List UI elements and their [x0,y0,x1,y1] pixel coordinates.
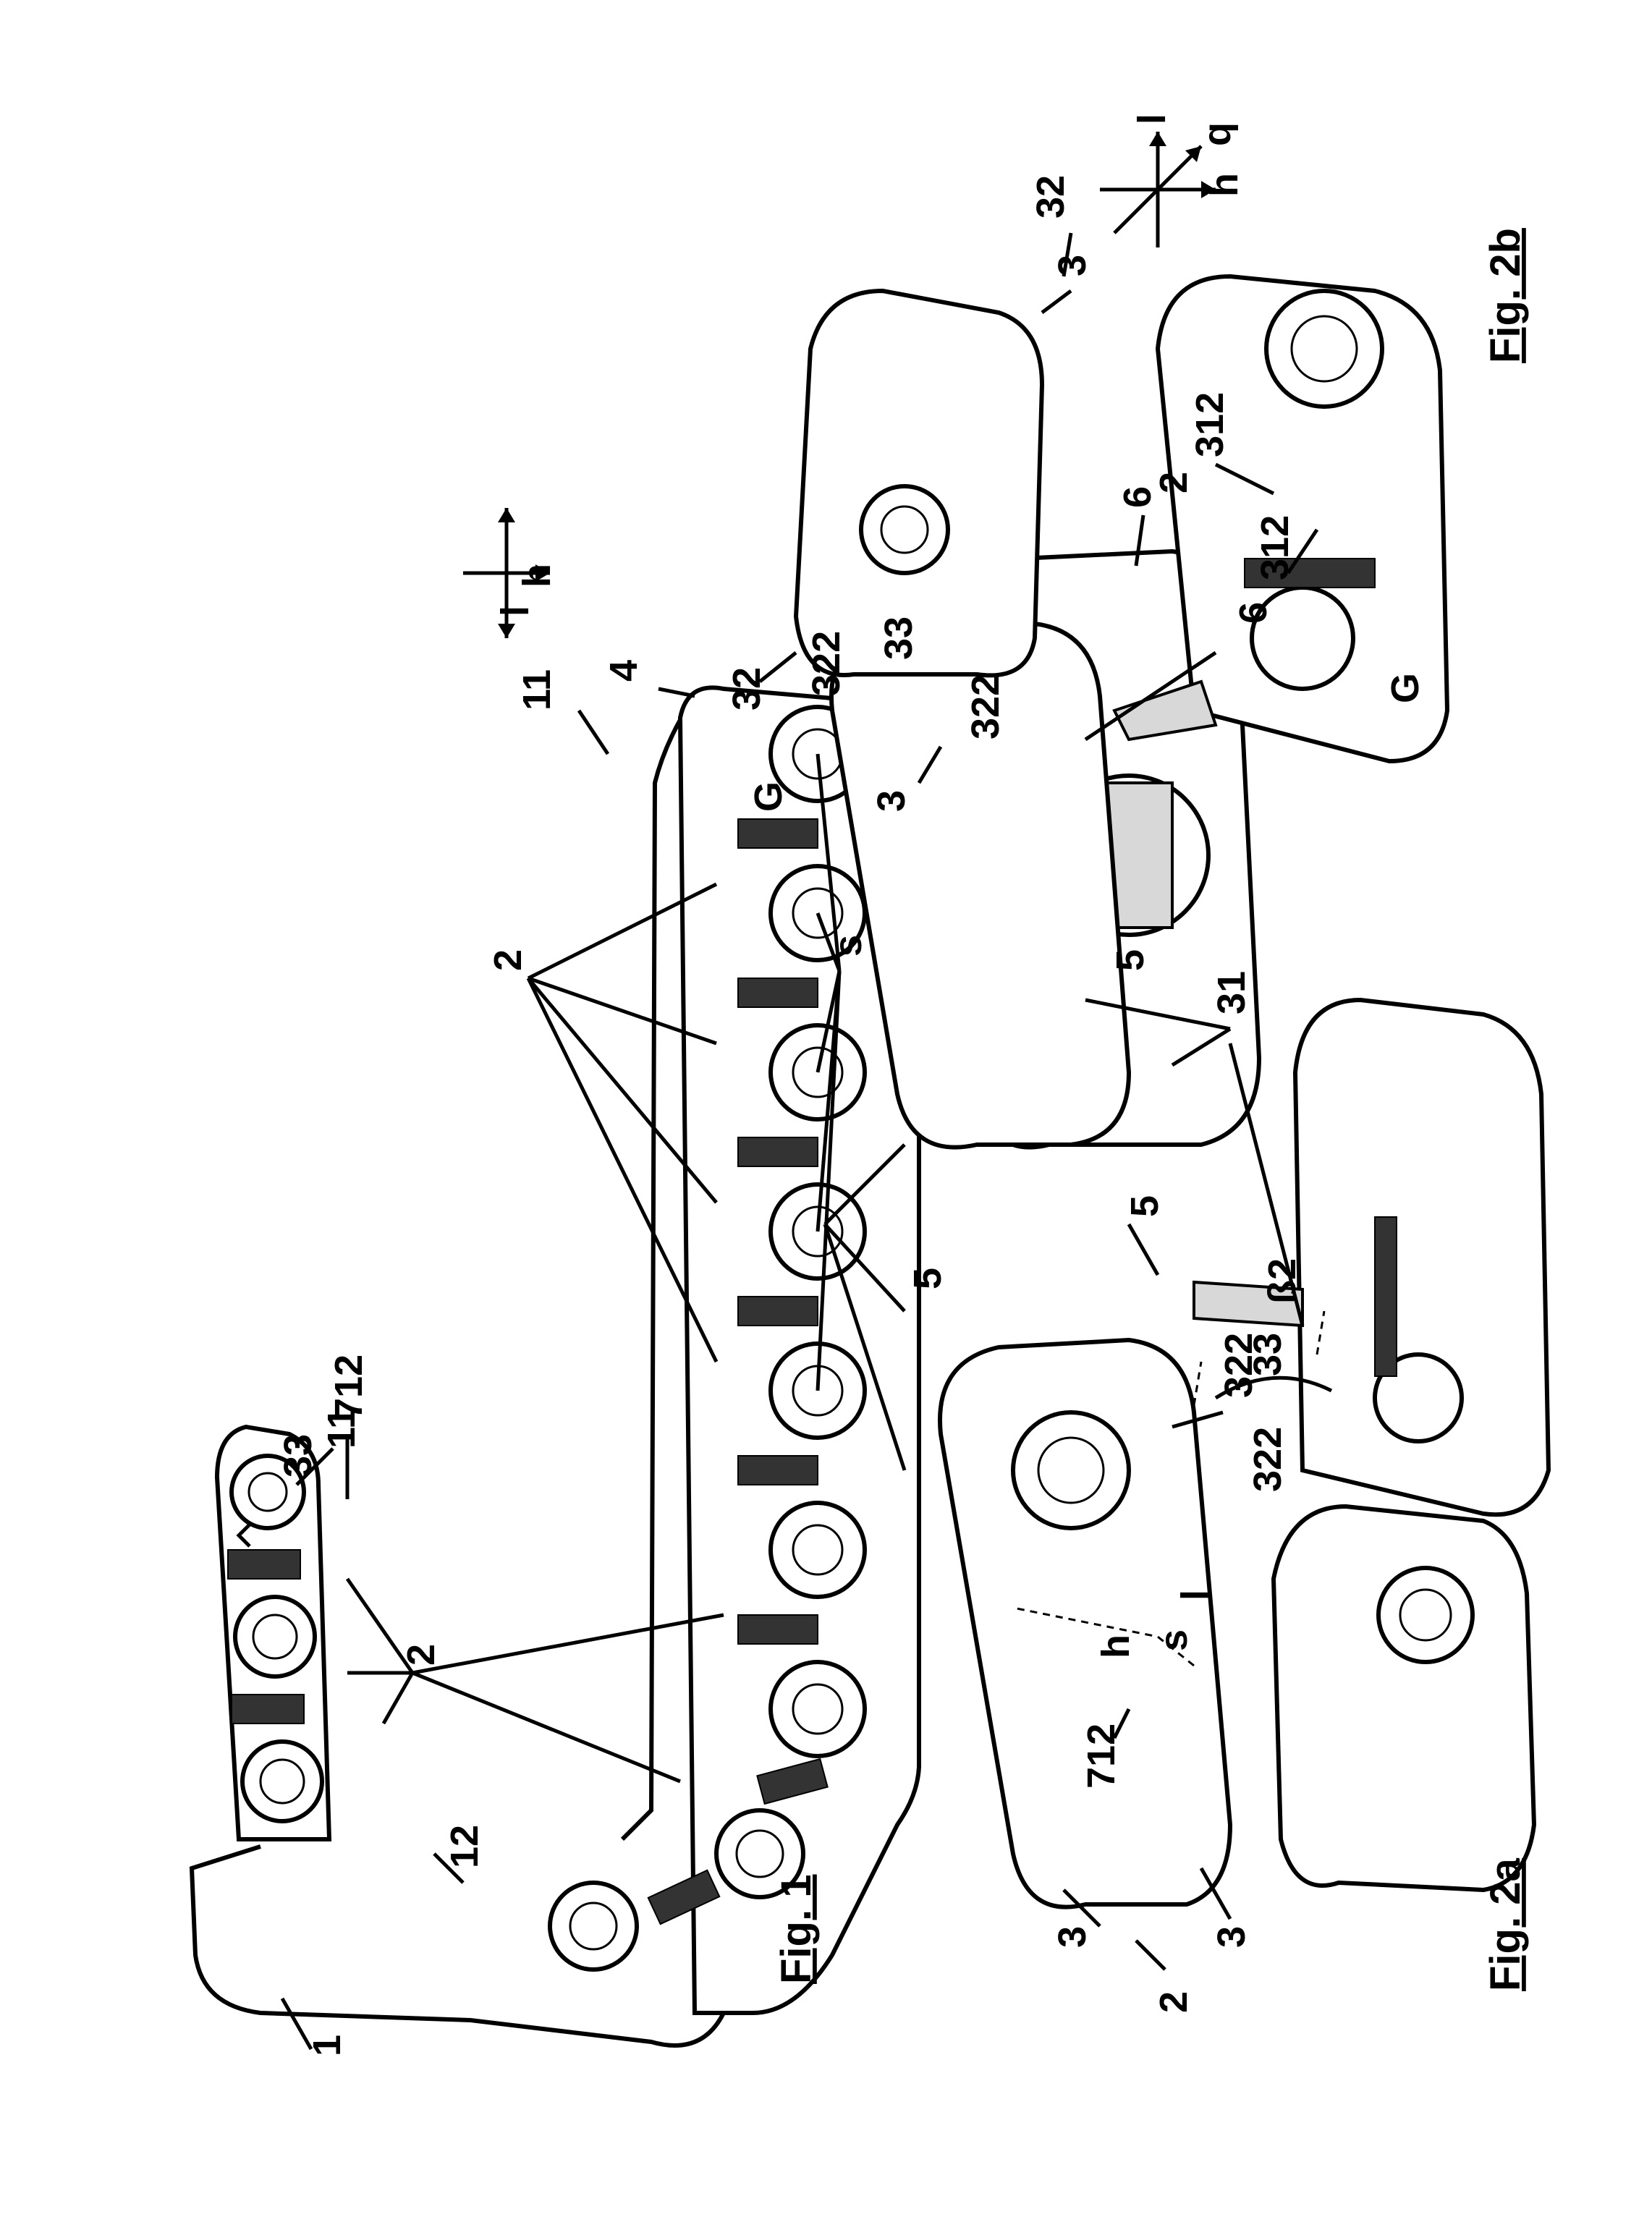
label-1: 1 [305,2035,349,2056]
leader-4 [658,689,695,696]
label-G-a: G [747,781,790,812]
leader-5 [1129,1224,1158,1275]
leader-2 [1136,1941,1165,1970]
link-comb [738,1456,818,1485]
label-32-a: 32 [725,667,768,711]
link-comb [228,1550,300,1579]
label-33: 33 [276,1434,320,1478]
label-3-bottom: 3 [1210,1926,1253,1948]
leader-11b [579,711,608,754]
label-32-b: 32 [1029,175,1072,219]
link-eye [242,1742,322,1821]
label-3-b: 3 [1051,255,1094,276]
arrowhead [1149,132,1166,146]
label-11-bottom: 11 [515,669,559,711]
plate-upper-bore [1013,1412,1129,1528]
label-33: 33 [877,616,920,660]
label-4: 4 [602,660,645,682]
link-comb [232,1695,304,1724]
front-bore [1378,1568,1473,1662]
label-712: 712 [1080,1724,1123,1789]
label-6-a: 6 [1232,602,1275,624]
axis-h-label: h [515,564,559,588]
label-5: 5 [906,1268,949,1289]
label-5: 5 [1109,949,1152,971]
axis-l-label: l [494,606,537,616]
label-12: 12 [443,1825,486,1868]
label-h: h [1094,1635,1138,1658]
label-322-b: 322 [1246,1427,1289,1492]
link-comb [738,1615,818,1644]
label-s: s [1152,1629,1195,1651]
link-comb [738,978,818,1007]
link-comb [738,819,818,848]
label-3-top: 3 [1051,1926,1094,1948]
link-eye [550,1883,637,1970]
axis-l-label: l [1130,114,1174,124]
label-5: 5 [1123,1195,1166,1217]
label-angle: ß2 [1261,1258,1304,1304]
link-eye [771,1503,865,1597]
label-6-b: 6 [1116,486,1159,508]
axis-q-label: q [1195,122,1239,146]
fig2b-caption: Fig. 2b [1482,228,1529,363]
label-312-b: 312 [1188,392,1232,457]
label-712: 712 [327,1354,370,1420]
label-2-b: 2 [486,949,530,971]
label-l: l [1174,1590,1217,1601]
dashed-angle-1 [1194,1362,1201,1405]
label-2-a: 2 [399,1644,443,1666]
axis-h-label: h [1203,173,1246,197]
link-eye [771,1662,865,1756]
arrowhead [498,624,515,638]
link-comb [738,1137,818,1166]
label-3-a: 3 [870,790,913,812]
fig2a-caption: Fig. 2a [1482,1858,1529,1991]
label-322-b: 322 [964,674,1007,739]
plate-front [1274,1506,1534,1890]
bottom-bore [1266,291,1382,407]
link-eye [235,1597,315,1676]
leader-3b [1042,291,1071,313]
label-s: s [826,935,870,957]
label-33: 33 [1246,1333,1289,1376]
label-31: 31 [1210,971,1253,1014]
plate-32-bore [861,486,948,573]
fig1-caption: Fig. 1 [773,1875,820,1984]
label-322-a: 322 [805,631,848,696]
fig2b-axis-cross [1100,132,1216,247]
rear-scale [1375,1217,1397,1376]
link-comb [738,1297,818,1326]
arrowhead [498,508,515,522]
label-2: 2 [1152,1991,1195,2013]
label-G-b: G [1384,673,1427,703]
label-312-a: 312 [1253,515,1297,580]
